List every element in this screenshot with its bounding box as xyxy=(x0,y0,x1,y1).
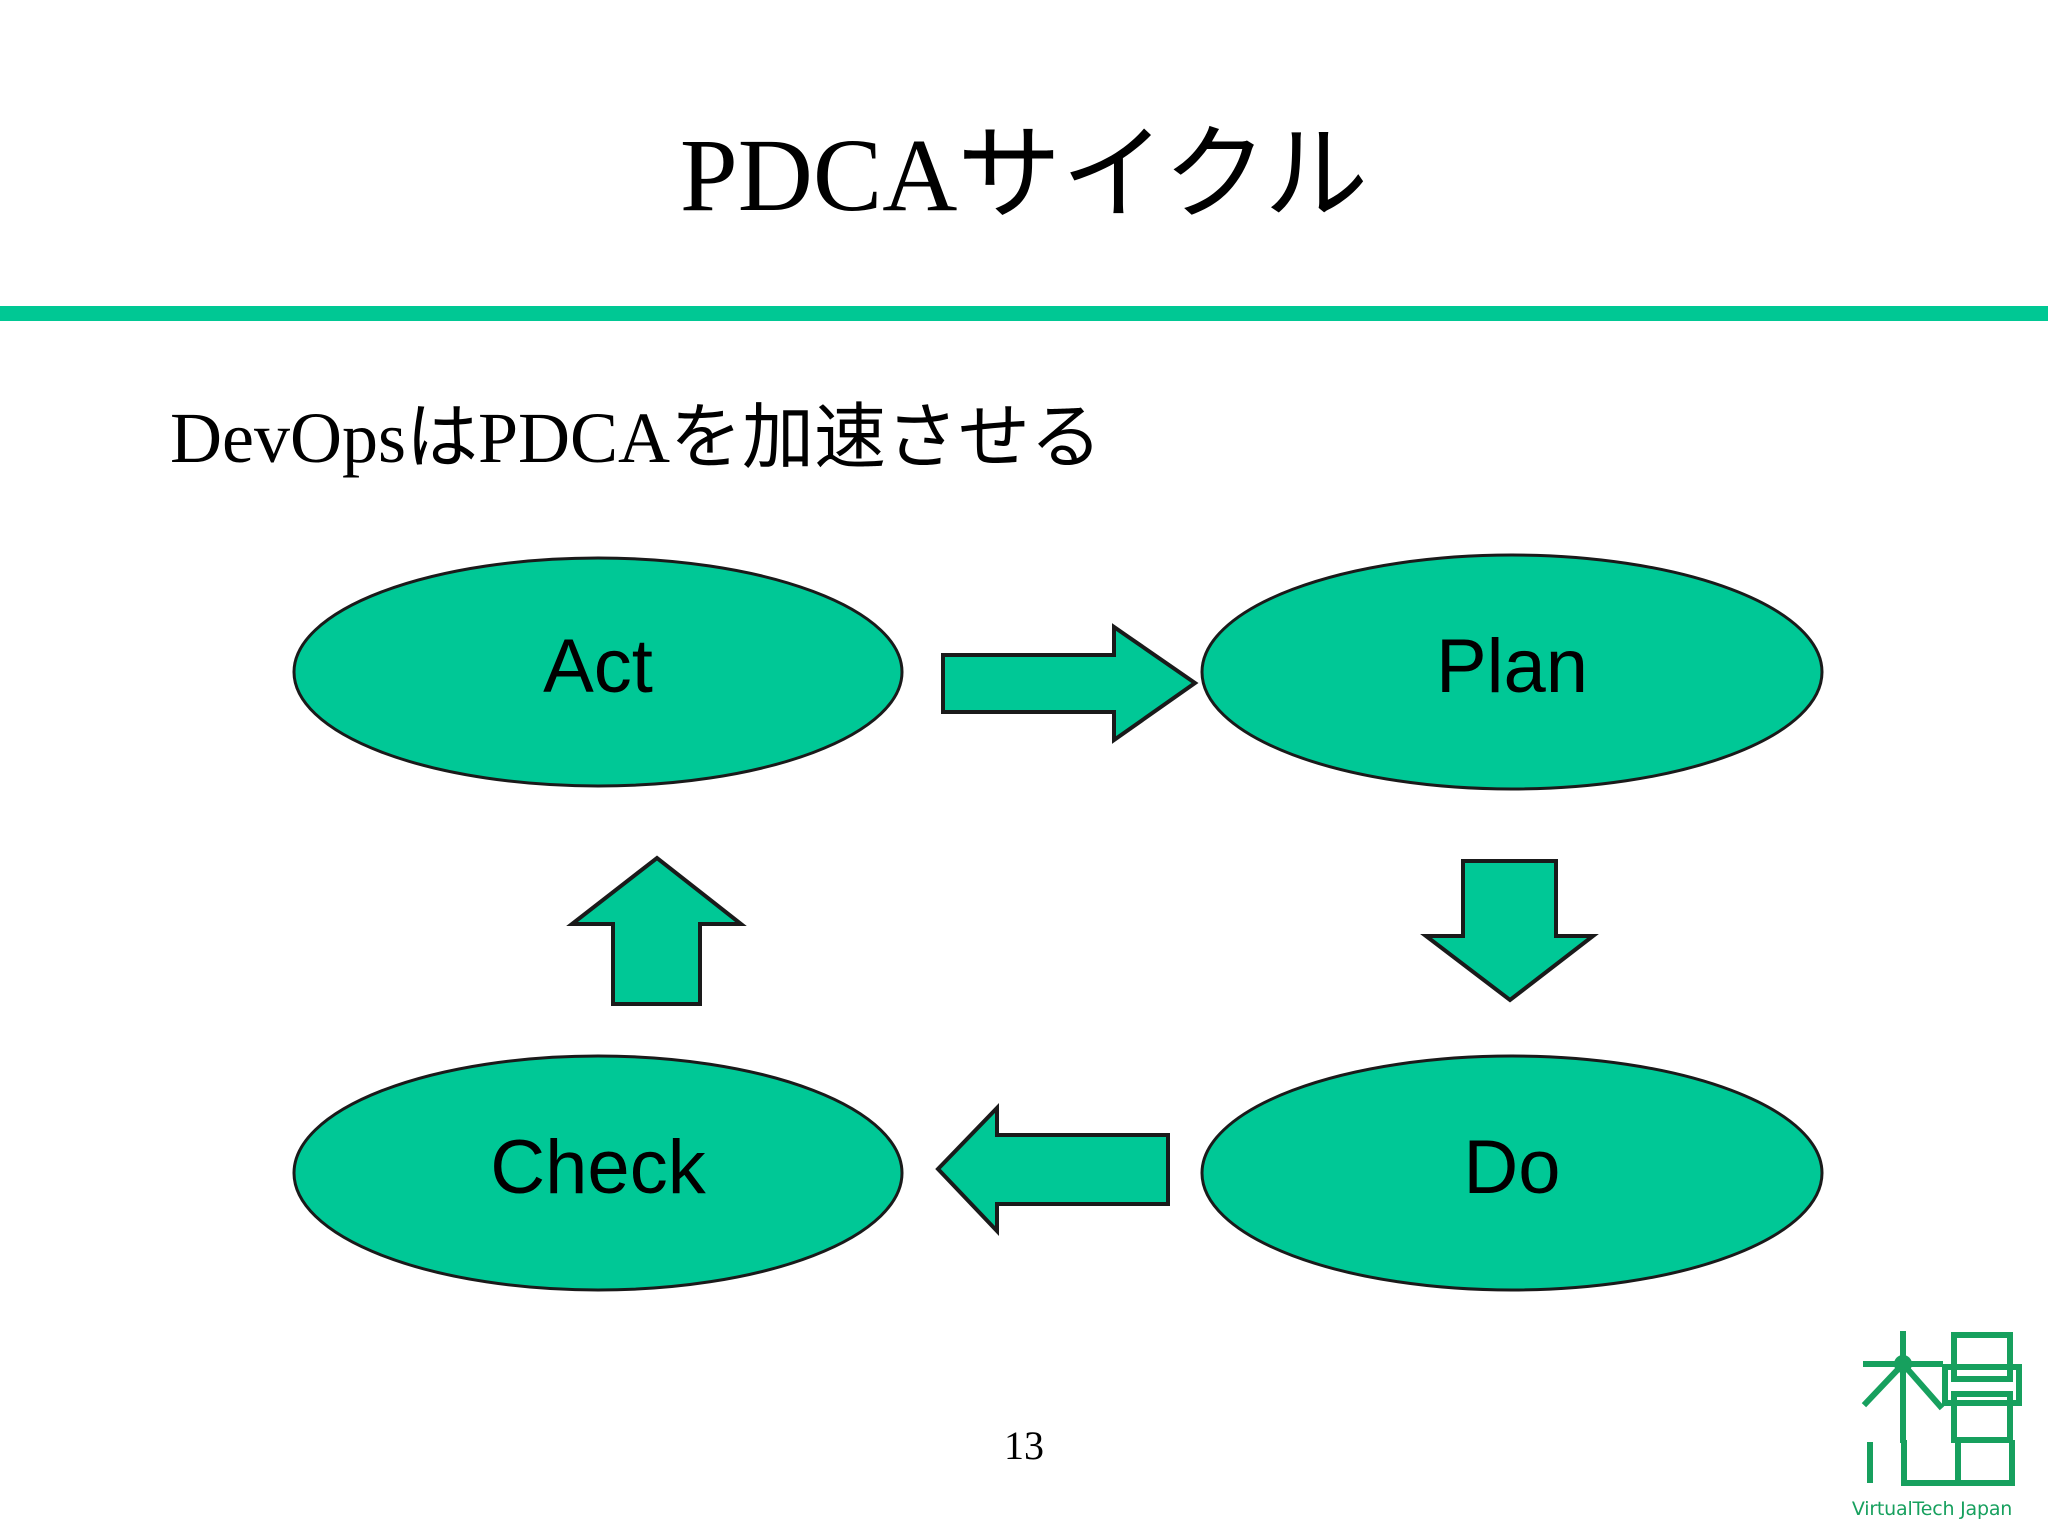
node-check-label: Check xyxy=(490,1125,706,1210)
arrow-act-to-plan xyxy=(941,623,1199,744)
node-plan-label: Plan xyxy=(1436,624,1588,709)
virtualtech-japan-logo: VirtualTech Japan xyxy=(1832,1328,2032,1528)
page-title: PDCAサイクル xyxy=(679,118,1369,233)
logo-text: VirtualTech Japan xyxy=(1851,1498,2013,1520)
page-number: 13 xyxy=(1004,1423,1044,1468)
node-do[interactable]: Do xyxy=(1200,1054,1824,1292)
subtitle-text: DevOpsはPDCAを加速させる xyxy=(170,398,1103,478)
arrow-check-to-act xyxy=(566,855,747,1006)
node-check-shape[interactable] xyxy=(292,1054,904,1292)
node-do-label: Do xyxy=(1463,1125,1560,1210)
node-plan[interactable]: Plan xyxy=(1200,553,1824,791)
node-check[interactable]: Check xyxy=(292,1054,904,1292)
arrow-plan-to-do xyxy=(1420,859,1599,1003)
node-do-shape[interactable] xyxy=(1200,1054,1824,1292)
node-act[interactable]: Act xyxy=(292,556,904,788)
logo-mark-icon xyxy=(1861,1331,2022,1486)
logo-center-dot-icon xyxy=(1894,1355,1912,1373)
node-act-shape[interactable] xyxy=(292,556,904,788)
node-plan-shape[interactable] xyxy=(1200,553,1824,791)
node-act-label: Act xyxy=(543,624,653,709)
title-divider xyxy=(0,306,2048,321)
arrow-do-to-check xyxy=(935,1103,1170,1237)
